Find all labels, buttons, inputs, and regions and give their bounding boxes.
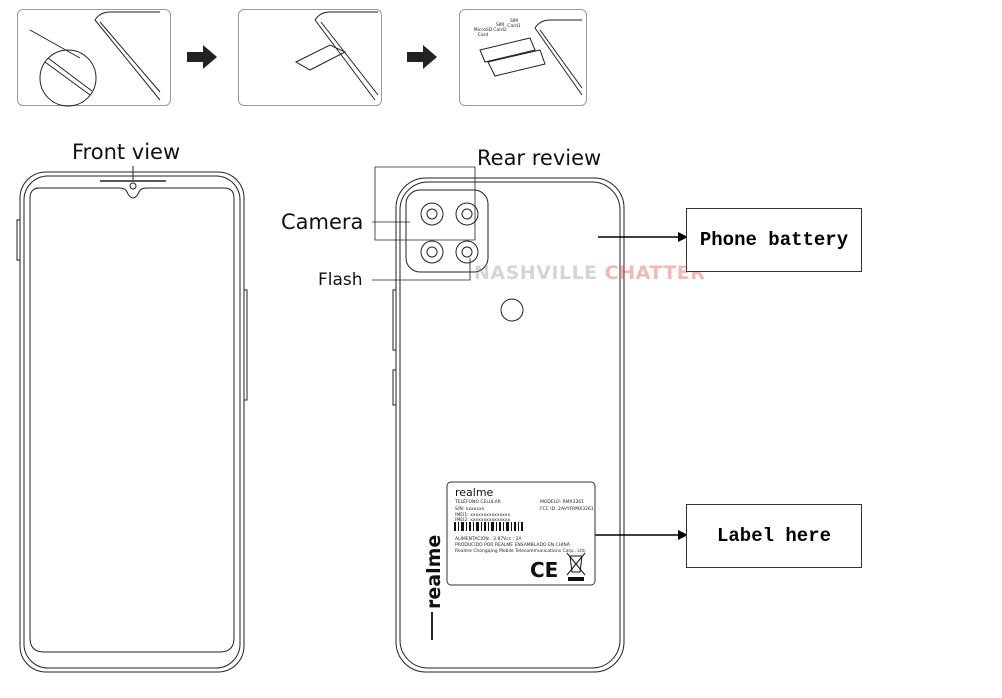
arrow-right-icon	[187, 45, 217, 69]
barcode	[454, 522, 523, 531]
rear-brand-logo: realme	[423, 534, 445, 609]
phone-battery-callout: Phone battery	[686, 208, 862, 272]
fingerprint-sensor	[500, 298, 524, 322]
camera-module	[405, 189, 489, 273]
step-2-illustration	[294, 11, 379, 101]
spec-label-type: TELÉFONO CELULAR	[455, 500, 501, 505]
camera-label: Camera	[281, 210, 364, 234]
rear-phone	[372, 166, 625, 673]
rear-view-title: Rear review	[477, 146, 602, 170]
front-phone	[16, 166, 248, 673]
step-3-illustration	[479, 19, 583, 96]
label-here-callout: Label here	[686, 504, 862, 568]
spec-label-imei2: IMEI2: xxxxxxxxxxxxxxx	[455, 518, 511, 523]
arrow-right-icon	[678, 530, 688, 540]
spec-label-produced: PRODUCIDO POR REALME ENSAMBLADO EN CHINA	[455, 543, 570, 548]
watermark-part2: CHATTER	[604, 262, 706, 284]
spec-label-maker: Realme Chongqing Mobile Telecommunicatio…	[455, 549, 586, 554]
spec-label-box	[446, 481, 596, 586]
spec-label-model: MODELO: RMX3261	[540, 500, 585, 505]
spec-label-imei1: IMEI1: xxxxxxxxxxxxxxx	[455, 513, 511, 518]
watermark-part1: NASHVILLE	[474, 262, 598, 284]
ce-mark: CE	[530, 558, 559, 582]
step-2-panel	[238, 9, 382, 106]
spec-label-sn: S/N: xxxxxxx	[455, 507, 485, 512]
tray-label-sim1: SIM Card1	[507, 19, 521, 29]
spec-label-fcc: FCC ID: 2AVYFRMX3261	[540, 507, 594, 512]
flash-label: Flash	[318, 270, 363, 290]
front-view-title: Front view	[72, 140, 181, 164]
tray-label-sim2: SIM Card2	[493, 23, 507, 33]
step-3-panel	[459, 9, 587, 106]
arrow-right-icon	[407, 45, 437, 69]
spec-label-brand: realme	[455, 486, 494, 499]
tray-label-microsd: MicroSD Card	[473, 28, 493, 38]
arrow-right-icon	[678, 232, 688, 242]
weee-bin-icon	[566, 552, 586, 576]
step-1-illustration	[29, 11, 161, 107]
spec-label-power: ALIMENTACIÓN : 3.87Vcc ; 2A	[455, 537, 522, 542]
watermark: NASHVILLE CHATTER	[474, 262, 705, 284]
